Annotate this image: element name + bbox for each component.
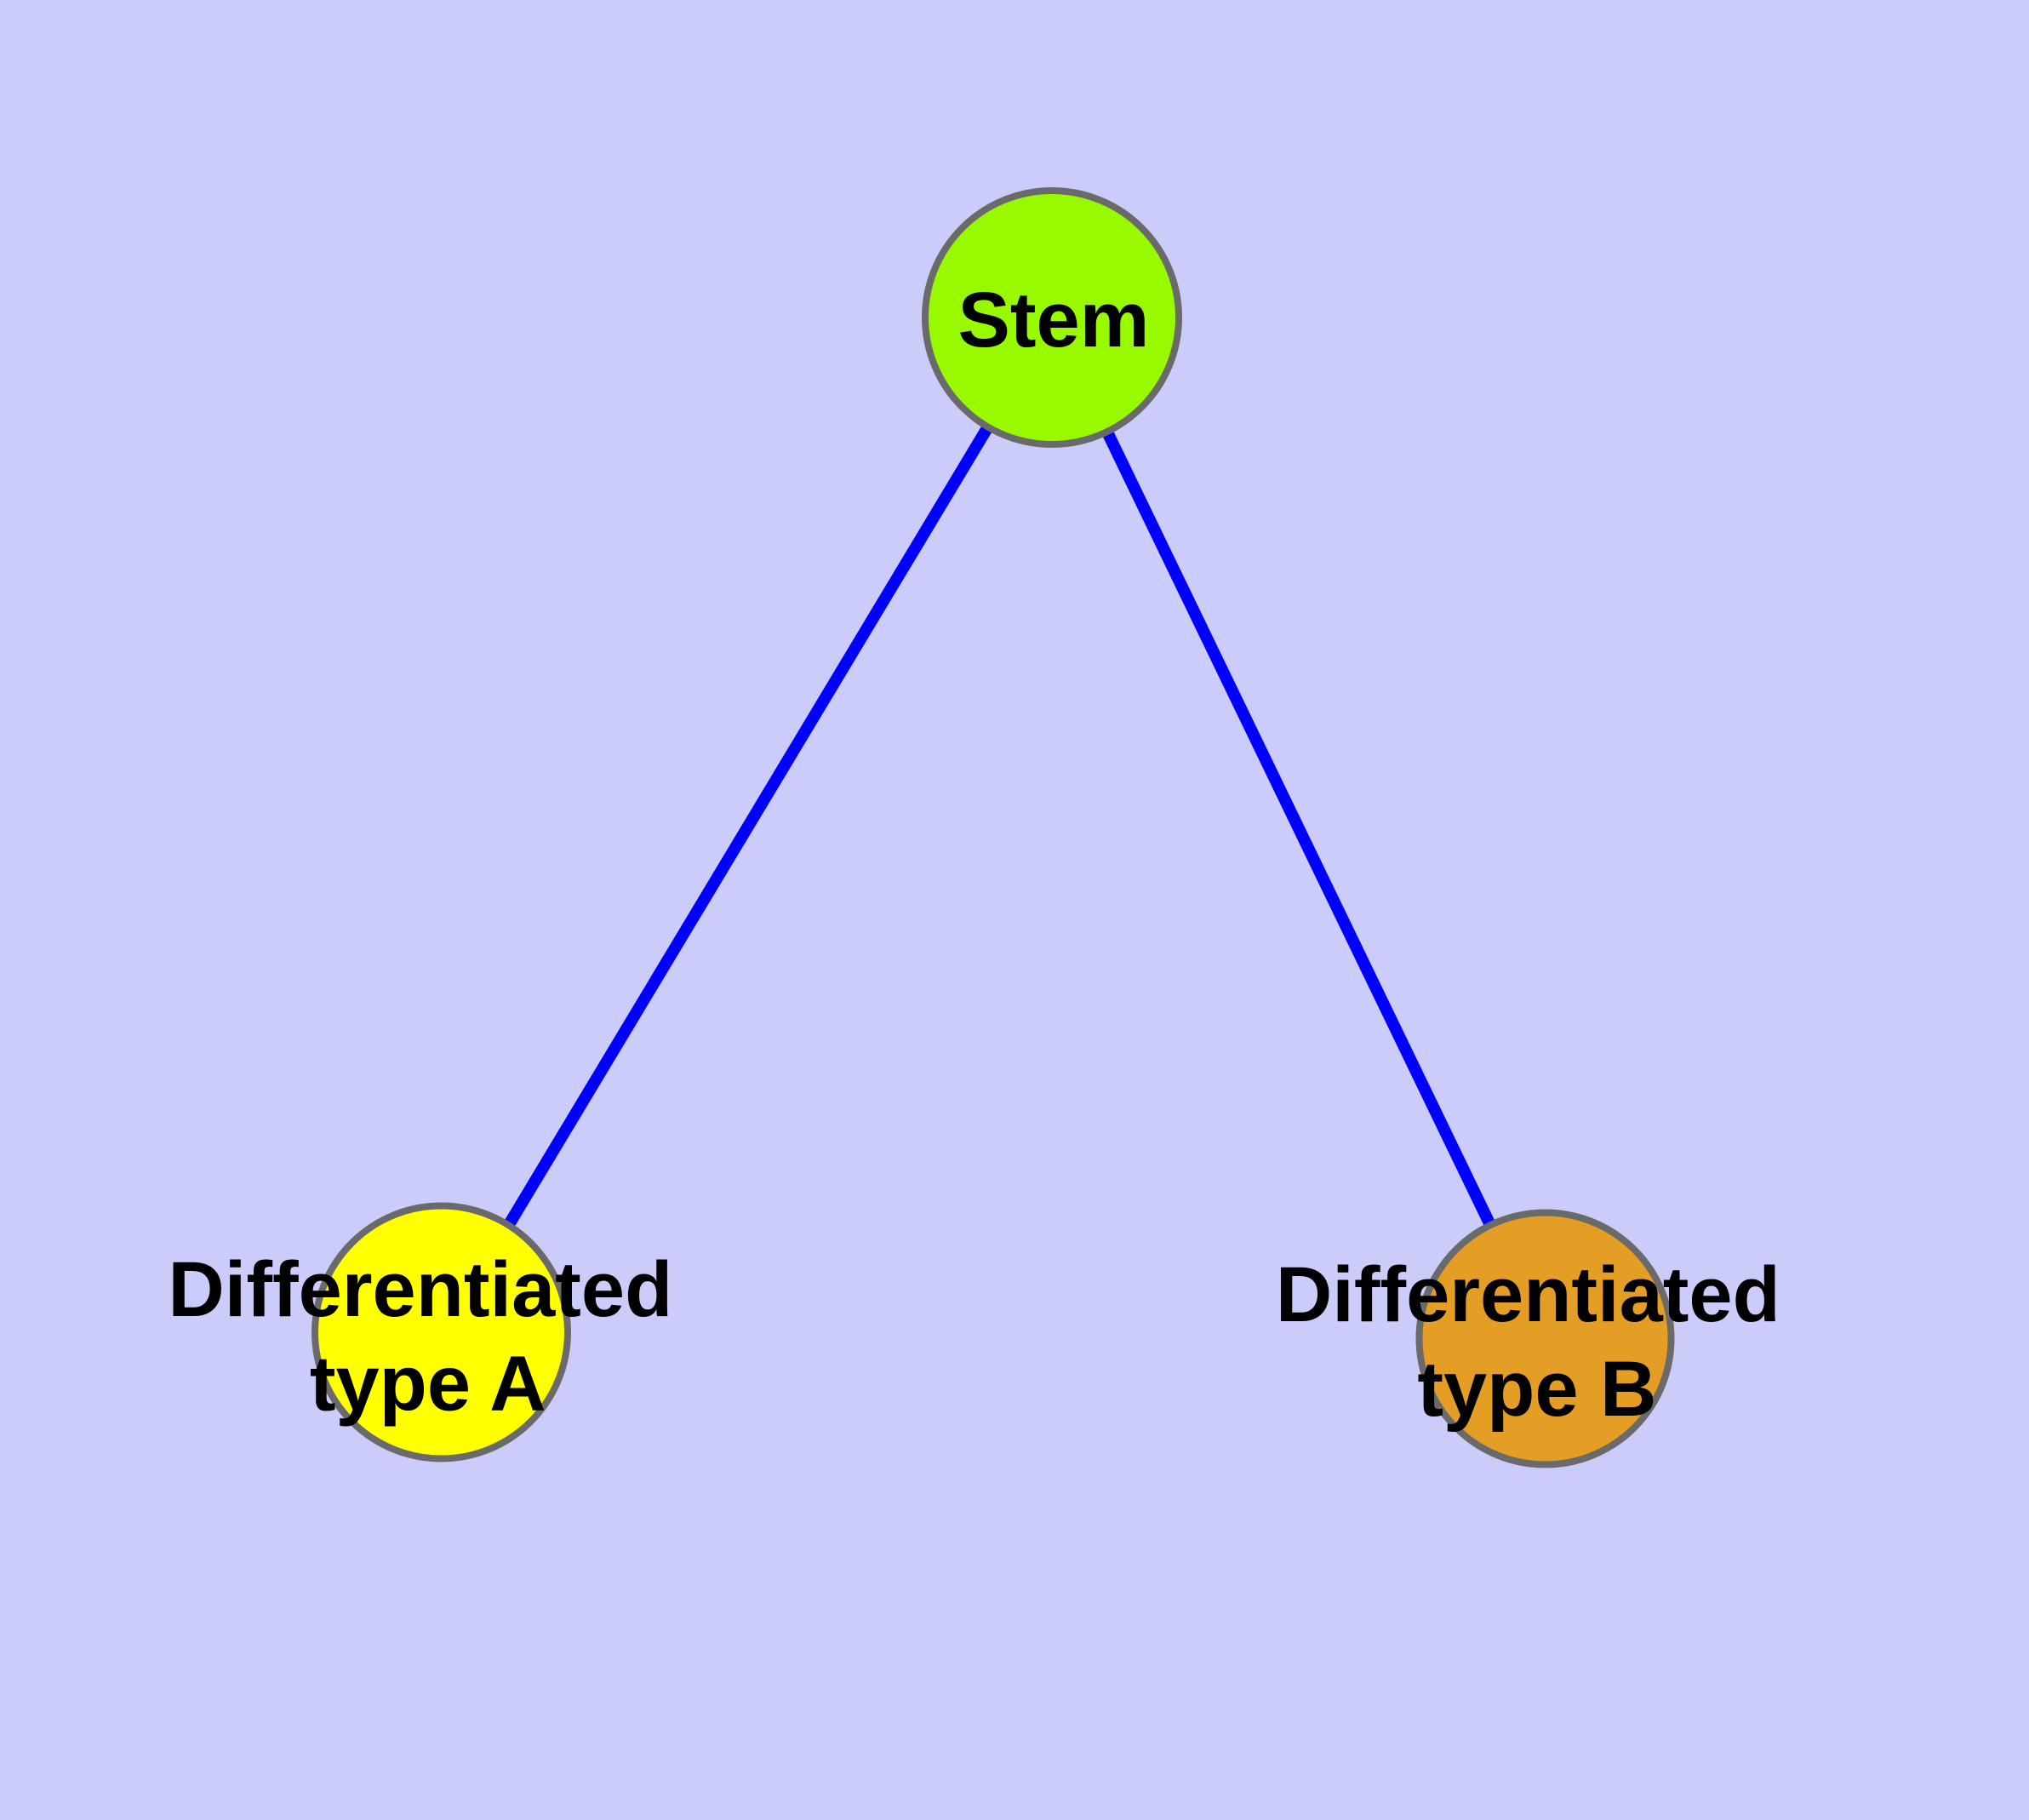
svg-text:Differentiated: Differentiated bbox=[1276, 1251, 1780, 1338]
svg-text:Stem: Stem bbox=[958, 277, 1150, 363]
svg-text:Differentiated: Differentiated bbox=[168, 1246, 672, 1333]
svg-text:type A: type A bbox=[310, 1341, 546, 1428]
svg-text:type B: type B bbox=[1417, 1346, 1656, 1433]
